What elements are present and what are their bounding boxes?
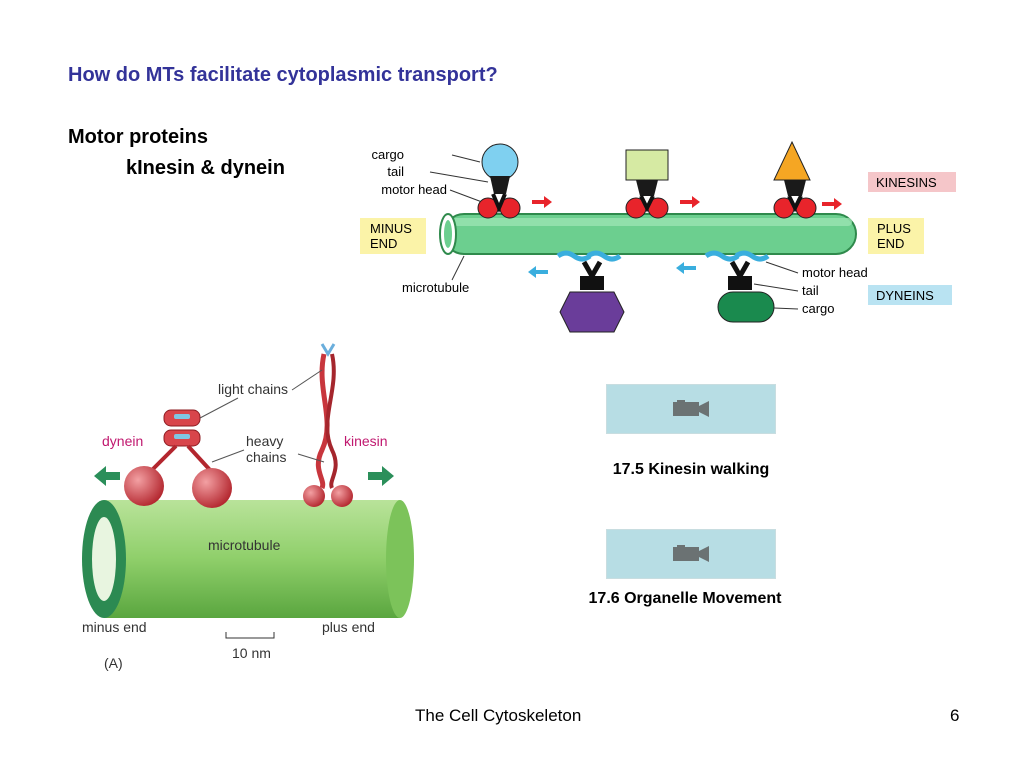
motor-protein-illustration: microtubule light chains dynein heavy ch…	[82, 343, 414, 671]
video-kinesin-walking[interactable]	[606, 384, 776, 434]
page-number: 6	[950, 706, 960, 725]
label-motor-head: motor head	[381, 182, 447, 197]
label-cargo: cargo	[371, 147, 404, 162]
slide-subtitle-2: kInesin & dynein	[126, 157, 285, 179]
motor-transport-diagram: cargo tail motor head MINUS END PLUS END…	[360, 140, 956, 333]
label-minus-end-2: END	[370, 236, 397, 251]
dynein-direction-arrows	[528, 262, 696, 278]
video-caption-organelle-movement: 17.6 Organelle Movement	[588, 590, 782, 607]
label-dyneins: DYNEINS	[876, 288, 934, 303]
scale-bar	[225, 632, 275, 639]
kinesin-direction-arrows	[532, 196, 842, 210]
label-plus-end-2: END	[877, 236, 904, 251]
label-plus-end: plus end	[322, 619, 375, 635]
kinesin-motor-square-cargo	[625, 149, 669, 219]
label-kinesins: KINESINS	[876, 175, 937, 190]
label-motor-head-b: motor head	[802, 265, 868, 280]
label-scale: 10 nm	[232, 645, 271, 661]
kinesin-direction-arrow	[368, 466, 394, 486]
label-chains: chains	[246, 449, 286, 465]
kinesin-motor-round-cargo	[477, 143, 521, 219]
label-minus-end: minus end	[82, 619, 147, 635]
video-camera-icon	[673, 400, 709, 417]
label-kinesin: kinesin	[344, 433, 388, 449]
label-light-chains: light chains	[218, 381, 288, 397]
label-plus-end-1: PLUS	[877, 221, 911, 236]
kinesin-molecule	[303, 343, 353, 507]
label-minus-end-1: MINUS	[370, 221, 412, 236]
video-camera-icon	[673, 545, 709, 562]
dynein-motor-hexagon-cargo	[556, 250, 625, 333]
slide-subtitle: Motor proteins	[68, 126, 208, 148]
label-cargo-b: cargo	[802, 301, 835, 316]
footer-title: The Cell Cytoskeleton	[415, 706, 582, 725]
video-organelle-movement[interactable]	[606, 529, 776, 579]
dynein-motor-rounded-cargo	[704, 250, 775, 323]
dynein-molecule	[124, 409, 232, 508]
slide-title: How do MTs facilitate cytoplasmic transp…	[68, 64, 498, 86]
label-heavy: heavy	[246, 433, 283, 449]
dynein-direction-arrow	[94, 466, 120, 486]
label-dynein: dynein	[102, 433, 143, 449]
video-caption-kinesin-walking: 17.5 Kinesin walking	[612, 461, 770, 478]
label-panel: (A)	[104, 655, 123, 671]
kinesin-motor-triangle-cargo	[773, 140, 817, 219]
label-tail: tail	[387, 164, 404, 179]
label-tail-b: tail	[802, 283, 819, 298]
label-microtubule-b: microtubule	[208, 537, 281, 553]
label-microtubule: microtubule	[402, 280, 469, 295]
microtubule-cylinder	[104, 500, 400, 618]
